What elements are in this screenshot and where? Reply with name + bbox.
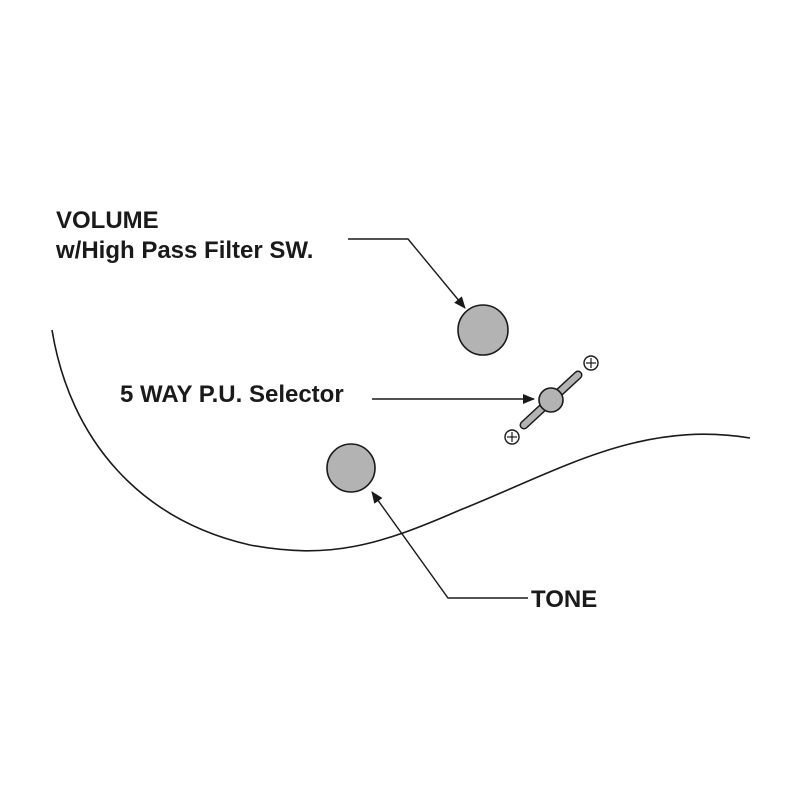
selector-tip [538, 387, 564, 413]
tone-leader-arrow [371, 491, 528, 599]
volume-label-line1: VOLUME [56, 207, 159, 234]
volume-label-line2: w/High Pass Filter SW. [55, 237, 313, 264]
tone-knob [326, 443, 376, 493]
selector-label: 5 WAY P.U. Selector [120, 381, 344, 408]
volume-knob [457, 304, 509, 356]
mounting-screw-top [583, 355, 599, 371]
volume-leader-arrow [348, 238, 466, 309]
selector-switch [519, 370, 583, 430]
tone-label: TONE [531, 586, 597, 613]
guitar-body-outline [51, 329, 751, 552]
mounting-screw-bottom [504, 429, 520, 445]
